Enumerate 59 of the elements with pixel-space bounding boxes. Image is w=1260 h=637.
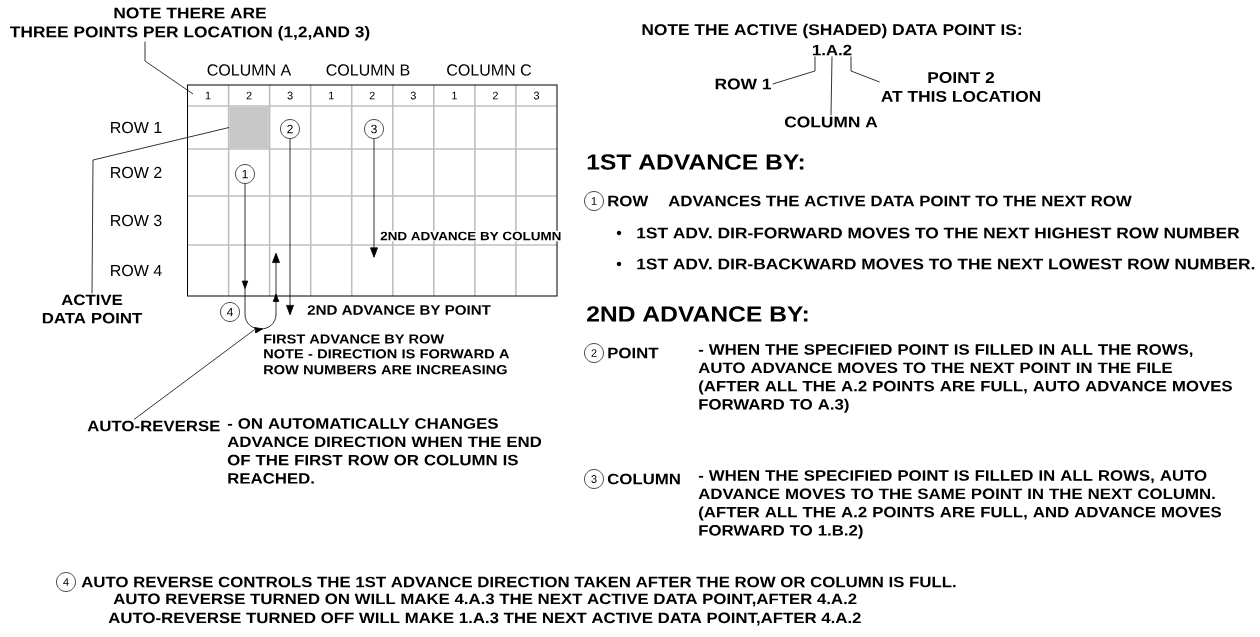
arrow — [286, 138, 294, 316]
circled-number: 2 — [280, 119, 300, 139]
term-text: COLUMN — [607, 473, 680, 485]
point-number: 3 — [287, 91, 293, 100]
row-label: ROW 3 — [111, 214, 162, 227]
point-number: 3 — [410, 91, 416, 100]
body-text: - ON AUTOMATICALLY CHANGES ADVANCE DIRECTION WHEN THE END OF THE FIRST ROW OR COLUMN IS REACHED. — [227, 418, 542, 484]
body-text: AUTO-REVERSE TURNED OFF WILL MAKE 1.A.3 THE NEXT ACTIVE DATA POINT,AFTER 4.A.2 — [108, 612, 861, 626]
term-text: ROW — [608, 195, 649, 207]
column-label: COLUMN A — [207, 64, 292, 76]
body-text: 1ST ADV. DIR-BACKWARD MOVES TO THE NEXT LOWEST ROW NUMBER. — [637, 258, 1255, 270]
circled-number: 4 — [56, 572, 76, 592]
data-point-code: 1.A.2 — [813, 44, 852, 56]
callout-text: COLUMN A — [784, 116, 878, 128]
callout-text: ACTIVE DATA POINT — [42, 294, 143, 324]
point-number: 3 — [533, 91, 540, 100]
leader-line — [830, 56, 833, 116]
circled-number: 1 — [584, 191, 604, 211]
shaded-cell — [229, 106, 269, 149]
circled-number: 3 — [584, 469, 604, 489]
arrow — [241, 183, 280, 334]
row-label: ROW 1 — [111, 121, 162, 134]
row-label: ROW 2 — [111, 166, 162, 179]
leader-line — [144, 41, 194, 95]
leader-line — [772, 56, 816, 85]
point-number: 1 — [329, 91, 334, 100]
note-text: FIRST ADVANCE BY ROW — [264, 334, 445, 344]
term-text: POINT — [608, 347, 659, 359]
body-text: - WHEN THE SPECIFIED POINT IS FILLED IN ALL ROWS, AUTO ADVANCE MOVES TO THE SAME POINT IN THE NEXT COLUMN. (AFTER ALL THE A.2 POINTS ARE FULL, AND ADVANCE MOVES FORWARD TO 1.B.2) — [698, 470, 1222, 539]
body-text: ADVANCES THE ACTIVE DATA POINT TO THE NEXT ROW — [668, 195, 1132, 207]
circled-number: 4 — [220, 302, 240, 322]
circled-number: 1 — [235, 164, 255, 184]
leader-line — [91, 127, 230, 294]
point-number: 1 — [452, 91, 457, 100]
note-text: NOTE THERE ARE THREE POINTS PER LOCATION (1,2,AND 3) — [10, 7, 370, 41]
point-number: 2 — [492, 91, 498, 100]
column-label: COLUMN C — [447, 64, 532, 76]
heading: 2ND ADVANCE BY: — [587, 306, 808, 322]
arrow — [370, 138, 378, 258]
note-text: NOTE THE ACTIVE (SHADED) DATA POINT IS: — [642, 23, 1021, 39]
column-label: COLUMN B — [326, 64, 410, 76]
heading: 1ST ADVANCE BY: — [587, 154, 804, 170]
point-number: 1 — [205, 91, 211, 100]
leader-line — [133, 329, 255, 420]
body-text: 1ST ADV. DIR-FORWARD MOVES TO THE NEXT HIGHEST ROW NUMBER — [637, 227, 1240, 239]
row-label: ROW 4 — [111, 264, 162, 277]
circled-number: 3 — [364, 119, 384, 139]
arrow-label: 2ND ADVANCE BY COLUMN — [379, 230, 563, 242]
leader-line — [850, 56, 880, 83]
callout-text: AUTO-REVERSE — [87, 420, 220, 432]
circled-number: 2 — [584, 343, 604, 363]
callout-text: ROW 1 — [715, 78, 771, 90]
body-text: AUTO REVERSE TURNED ON WILL MAKE 4.A.3 THE NEXT ACTIVE DATA POINT,AFTER 4.A.2 — [113, 593, 857, 607]
note-text: NOTE - DIRECTION IS FORWARD A ROW NUMBERS ARE INCREASING — [264, 349, 510, 375]
callout-text: POINT 2 AT THIS LOCATION — [881, 72, 1041, 102]
body-text: - WHEN THE SPECIFIED POINT IS FILLED IN ALL THE ROWS, AUTO ADVANCE MOVES TO THE NEXT POINT IN THE FILE (AFTER ALL THE A.2 POINTS ARE FULL, AUTO ADVANCE MOVES FORWARD TO A.3) — [698, 344, 1232, 413]
arrow-label: 2ND ADVANCE BY POINT — [307, 305, 491, 315]
point-number: 2 — [369, 91, 375, 100]
body-text: AUTO REVERSE CONTROLS THE 1ST ADVANCE DIRECTION TAKEN AFTER THE ROW OR COLUMN IS FULL. — [81, 576, 956, 588]
